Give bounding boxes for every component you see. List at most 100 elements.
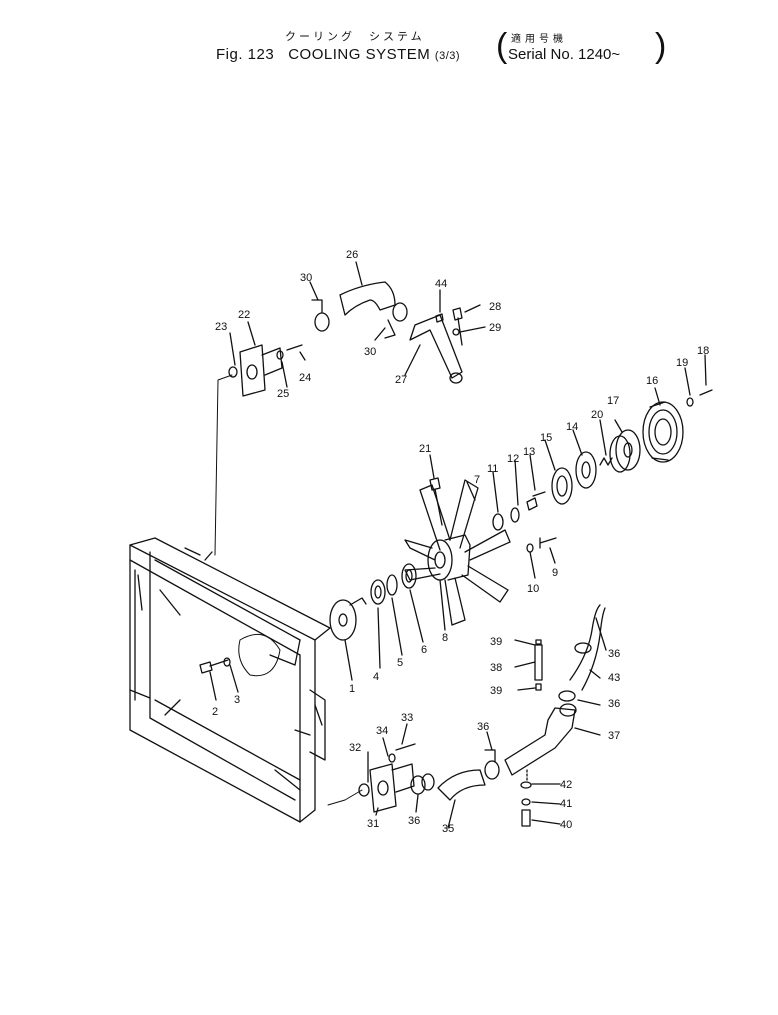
callout-41: 41 [560, 798, 572, 810]
washer-part-25 [276, 350, 284, 360]
washer-part-10 [526, 543, 534, 553]
part-38 [534, 644, 543, 681]
callout-22: 22 [238, 309, 250, 321]
callout-19: 19 [676, 357, 688, 369]
figure-number: Fig. 123 [216, 46, 275, 63]
hose-part-43 [569, 604, 606, 691]
callout-37: 37 [608, 730, 620, 742]
callout-18: 18 [697, 345, 709, 357]
callout-labels: 1 2 3 4 5 6 7 8 9 10 11 12 13 14 15 16 1… [212, 249, 709, 835]
clamp-part-36a [410, 775, 426, 795]
japanese-title: クーリング システム [285, 31, 425, 43]
clamp-part-36b [484, 760, 500, 780]
part-11 [510, 507, 520, 523]
ring-part-14 [575, 451, 597, 489]
bolt-part-21 [429, 477, 443, 526]
callout-1: 1 [349, 683, 355, 695]
bolt-part-28 [452, 307, 463, 346]
serial-japanese-label: 適用号機 [511, 34, 567, 45]
washer-part-29 [452, 328, 460, 336]
clamp-part-36d [574, 642, 592, 654]
callout-36-c: 36 [608, 648, 620, 660]
part-44 [435, 313, 444, 323]
serial-number: Serial No. 1240~ [508, 46, 621, 63]
part-39b [535, 683, 542, 691]
callout-24: 24 [299, 372, 311, 384]
callout-40: 40 [560, 819, 572, 831]
callout-9: 9 [552, 567, 558, 579]
callout-10: 10 [527, 583, 539, 595]
figure-title: Fig. 123 COOLING SYSTEM (3/3) [216, 46, 460, 63]
callout-30-lower: 30 [364, 346, 376, 358]
clamp-part-30b [392, 302, 408, 322]
callout-5: 5 [397, 657, 403, 669]
ring-part-5 [386, 574, 398, 596]
ring-part-15 [551, 467, 573, 505]
water-inlet-part-31 [369, 763, 415, 813]
washer-part-34 [388, 753, 396, 763]
radiator [129, 537, 331, 823]
bolt-part-24 [286, 344, 303, 351]
water-outlet-part-22 [239, 344, 283, 397]
callout-39-b: 39 [490, 685, 502, 697]
part-39a [535, 639, 542, 645]
callout-12: 12 [507, 453, 519, 465]
callout-25: 25 [277, 388, 289, 400]
callout-38: 38 [490, 662, 502, 674]
callout-6: 6 [421, 644, 427, 656]
fan-part-8 [404, 479, 511, 626]
part-12 [526, 497, 538, 511]
callout-16: 16 [646, 375, 658, 387]
callout-27: 27 [395, 374, 407, 386]
washer-part-19 [686, 397, 694, 407]
leader-line-upper [214, 374, 233, 556]
pulley-hub-part-17 [609, 429, 641, 473]
callout-34: 34 [376, 725, 388, 737]
gasket-part-32 [358, 783, 370, 797]
bolt-part-40 [521, 809, 531, 827]
bolt-part-9 [539, 537, 557, 549]
callout-26: 26 [346, 249, 358, 261]
leader-line-lower [327, 789, 363, 806]
ring-part-6 [401, 563, 417, 589]
callout-4: 4 [373, 671, 379, 683]
callout-36-b: 36 [477, 721, 489, 733]
callout-15: 15 [540, 432, 552, 444]
fan-pulley-part-16 [642, 401, 684, 463]
callout-39-a: 39 [490, 636, 502, 648]
callout-31: 31 [367, 818, 379, 830]
clamp-part-30 [314, 312, 330, 332]
callout-2: 2 [212, 706, 218, 718]
spring-part-20 [599, 457, 613, 466]
callout-42: 42 [560, 779, 572, 791]
callout-23: 23 [215, 321, 227, 333]
washer-part-41 [521, 798, 531, 806]
clamp-part-36c [558, 690, 576, 702]
part-42 [520, 781, 532, 789]
figure-name: COOLING SYSTEM [288, 46, 431, 63]
fan-spacer-part-1 [329, 597, 367, 641]
ring-part-4 [370, 579, 386, 605]
bolt-part-33 [395, 743, 416, 751]
washer-part-3 [223, 657, 231, 667]
bolt-part-18 [699, 389, 713, 396]
page-header: クーリング システム Fig. 123 COOLING SYSTEM (3/3)… [0, 0, 778, 90]
bolt-part-2 [199, 659, 229, 674]
callout-33: 33 [401, 712, 413, 724]
figure-sheet-fraction: (3/3) [434, 50, 461, 62]
pipe-part-37 [504, 707, 576, 776]
callout-30-upper: 30 [300, 272, 312, 284]
part-7 [492, 513, 504, 531]
hose-part-35 [437, 769, 486, 801]
callout-13: 13 [523, 446, 535, 458]
serial-paren-left: ( [496, 27, 508, 65]
callout-35: 35 [442, 823, 454, 835]
callout-36-a: 36 [408, 815, 420, 827]
callout-43: 43 [608, 672, 620, 684]
callout-11: 11 [487, 463, 498, 475]
callout-44: 44 [435, 278, 447, 290]
hose-part-26 [339, 281, 396, 316]
gasket-part-23 [228, 366, 238, 378]
callout-3: 3 [234, 694, 240, 706]
